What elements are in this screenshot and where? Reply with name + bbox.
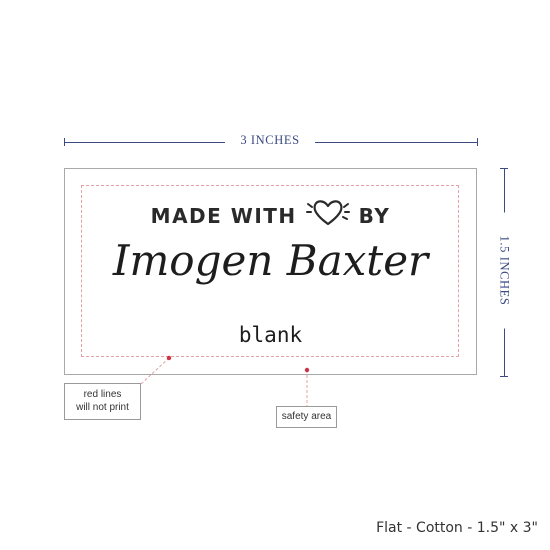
- red-lines-dot: [166, 355, 172, 361]
- red-lines-callout-line1: red lines: [83, 389, 122, 400]
- safety-area-outline: [81, 185, 459, 357]
- red-lines-callout: red lines will not print: [64, 383, 141, 420]
- safety-area-callout: safety area: [276, 406, 337, 428]
- height-dimension-cap-bottom: [500, 376, 508, 377]
- red-lines-callout-line2: will not print: [76, 402, 129, 413]
- red-lines-leader: [140, 357, 170, 385]
- made-with-text: MADE WITH: [150, 203, 297, 228]
- made-with-line: MADE WITH BY: [64, 198, 477, 233]
- label-name: Imogen Baxter: [112, 236, 429, 285]
- product-caption: Flat - Cotton - 1.5" x 3": [376, 520, 538, 536]
- height-dimension-cap-top: [500, 168, 508, 169]
- width-dimension-label: 3 INCHES: [225, 133, 315, 148]
- label-preview: [64, 168, 477, 375]
- label-blank-text: blank: [238, 323, 303, 347]
- by-text: BY: [358, 203, 391, 228]
- safety-area-dot: [304, 367, 310, 373]
- heart-icon: [305, 198, 351, 233]
- width-dimension-cap-right: [477, 138, 478, 146]
- width-dimension-cap-left: [64, 138, 65, 146]
